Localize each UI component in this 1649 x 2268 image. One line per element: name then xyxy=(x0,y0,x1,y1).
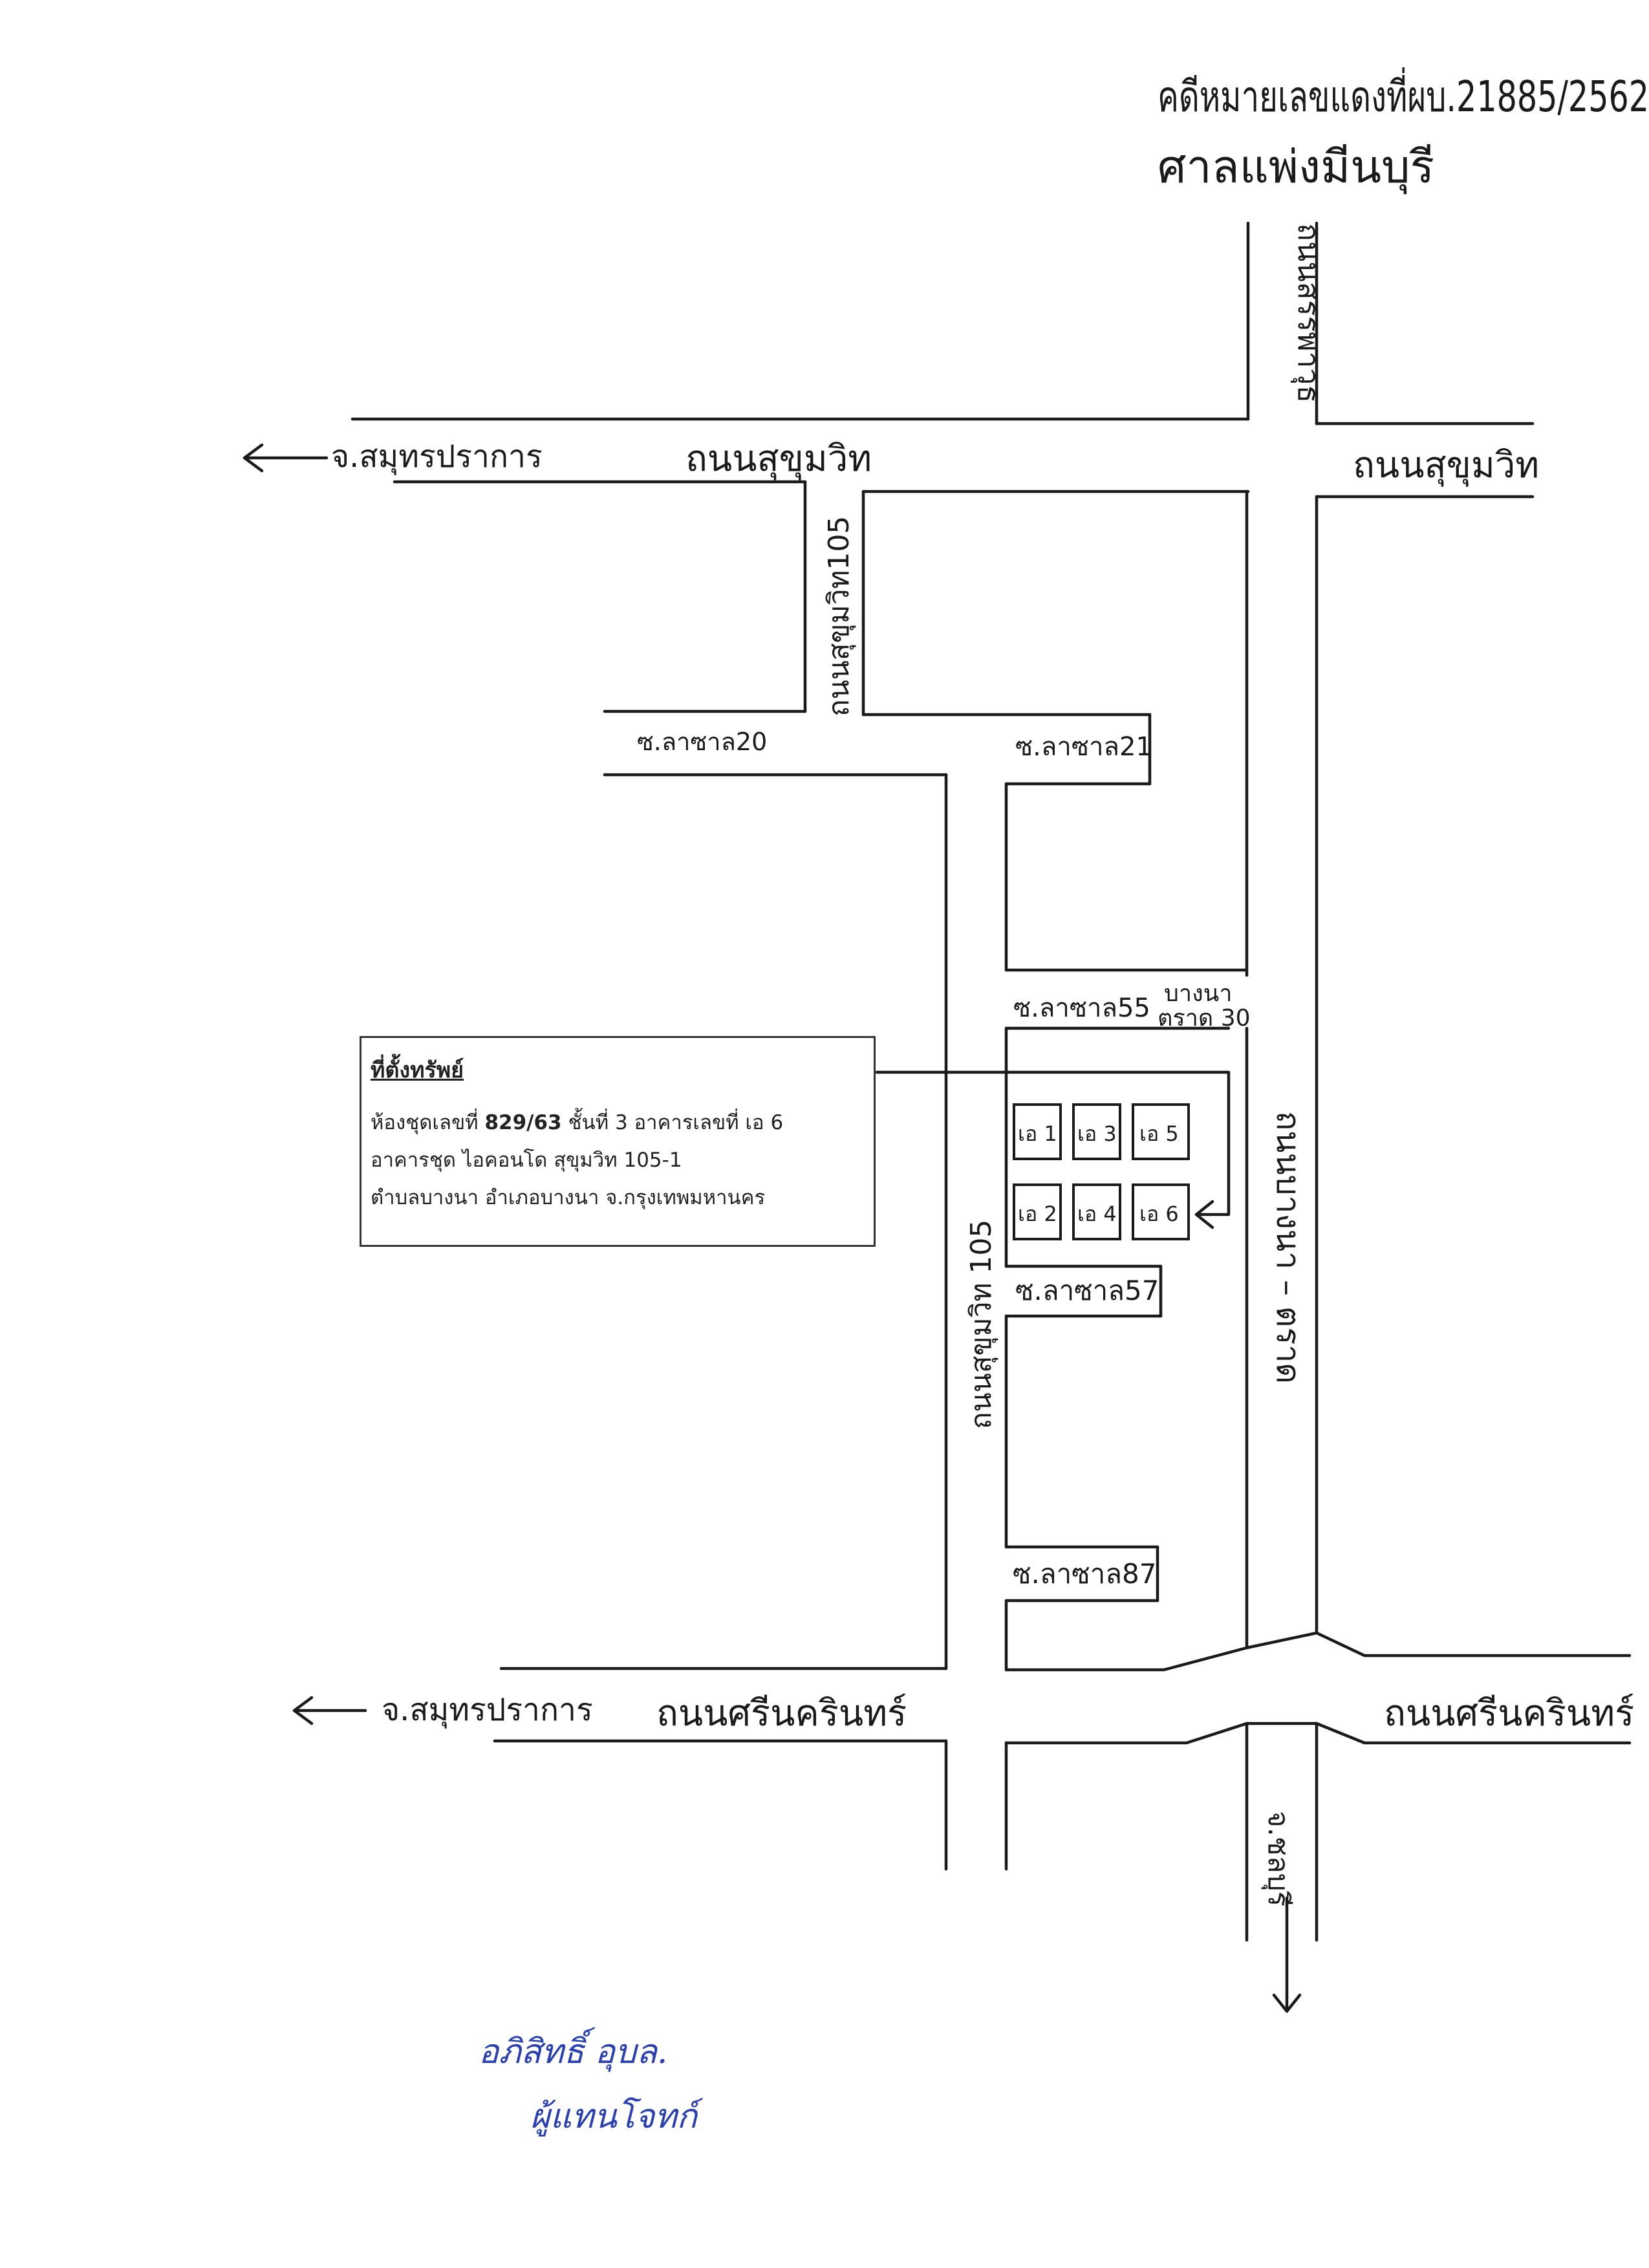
building-a4-label: เอ 4 xyxy=(1077,1202,1117,1226)
property-unit-number: 829/63 xyxy=(484,1111,562,1134)
property-info-box: ที่ตั้งทรัพย์ ห้องชุดเลขที่ 829/63 ชั้นท… xyxy=(360,1036,876,1247)
soi-lasalle-20-label: ซ.ลาซาล20 xyxy=(637,728,767,756)
property-title: ที่ตั้งทรัพย์ xyxy=(371,1057,464,1083)
signature-role: ผู้แทนโจทก์ xyxy=(530,2097,697,2136)
location-pointer xyxy=(875,1070,1231,1229)
court-name: ศาลแพ่งมีนบุรี xyxy=(1158,140,1434,195)
signature-name: อภิสิทธิ์ อุบล. xyxy=(479,2033,668,2071)
building-a2-label: เอ 2 xyxy=(1018,1202,1057,1226)
sukhumvit-105-lower-road xyxy=(1004,1026,1231,1672)
sukhumvit-105-lower-label: ถนนสุขุมวิท 105 xyxy=(965,1220,998,1429)
sukhumvit-105-upper-road xyxy=(803,480,865,717)
building-a5 xyxy=(1132,1103,1190,1160)
arrow-to-samut-prakan-top xyxy=(242,443,329,473)
arrow-to-samut-prakan-bottom xyxy=(292,1696,367,1725)
bangna-trat-30-label-a: บางนา xyxy=(1164,980,1232,1007)
bangna-trat-road xyxy=(1245,490,1319,1650)
property-line-1a: ห้องชุดเลขที่ xyxy=(371,1111,485,1134)
soi-lasalle-21 xyxy=(861,713,1249,972)
soi-lasalle-87-label: ซ.ลาซาล87 xyxy=(1013,1558,1156,1590)
soi-lasalle-87 xyxy=(1004,1545,1159,1603)
soi-lasalle-55-label: ซ.ลาซาล55 xyxy=(1013,993,1150,1023)
building-a5-label: เอ 5 xyxy=(1139,1121,1179,1146)
building-a1-label: เอ 1 xyxy=(1018,1121,1057,1146)
soi-lasalle-57-label: ซ.ลาซาล57 xyxy=(1015,1275,1159,1306)
soi-lasalle-21-label: ซ.ลาซาล21 xyxy=(1015,732,1152,762)
building-grid xyxy=(1013,1103,1190,1240)
building-a6 xyxy=(1132,1183,1190,1240)
srinakarin-road xyxy=(493,1631,1632,1745)
building-a2 xyxy=(1013,1183,1062,1240)
south-roads xyxy=(944,1722,1319,1942)
soi-lasalle-57 xyxy=(1004,1264,1163,1318)
srinakarin-road-right-label: ถนนศรีนครินทร์ xyxy=(1384,1692,1634,1734)
building-a3 xyxy=(1072,1103,1121,1160)
chonburi-label: จ.ชลบุรี xyxy=(1261,1811,1295,1906)
property-line-1b: ชั้นที่ 3 อาคารเลขที่ เอ 6 xyxy=(561,1111,784,1134)
building-a3-label: เอ 3 xyxy=(1077,1121,1117,1146)
sukhumvit-road-right-label: ถนนสุขุมวิท xyxy=(1353,444,1539,487)
property-line-3: ตำบลบางนา อำเภอบางนา จ.กรุงเทพมหานคร xyxy=(371,1186,766,1209)
sanphawut-road-label: ถนนสรรพาวุธ xyxy=(1290,223,1326,403)
sanphawut-road xyxy=(1246,221,1319,426)
soi-lasalle-20 xyxy=(603,709,948,1670)
building-a1 xyxy=(1013,1103,1062,1160)
building-a6-label: เอ 6 xyxy=(1139,1202,1179,1226)
sukhumvit-105-upper-label: ถนนสุขุมวิท105 xyxy=(823,516,856,717)
srinakarin-road-left-label: ถนนศรีนครินทร์ xyxy=(656,1692,907,1734)
bangna-trat-road-label: ถนนบางนา – ตราด xyxy=(1269,1111,1307,1384)
samut-prakan-top-label: จ.สมุทรปราการ xyxy=(331,438,543,475)
building-a4 xyxy=(1072,1183,1121,1240)
sukhumvit-road-left-label: ถนนสุขุมวิท xyxy=(685,438,872,481)
samut-prakan-bottom-label: จ.สมุทรปราการ xyxy=(382,1692,593,1729)
arrow-to-chonburi xyxy=(1272,1896,1302,2013)
sukhumvit-road xyxy=(350,417,1535,499)
property-line-2: อาคารชุด ไอคอนโด สุขุมวิท 105-1 xyxy=(371,1149,682,1172)
property-line-1: ห้องชุดเลขที่ 829/63 ชั้นที่ 3 อาคารเลขท… xyxy=(371,1104,865,1141)
case-number: คดีหมายเลขแดงที่ผบ.21885/2562 xyxy=(1158,67,1649,122)
